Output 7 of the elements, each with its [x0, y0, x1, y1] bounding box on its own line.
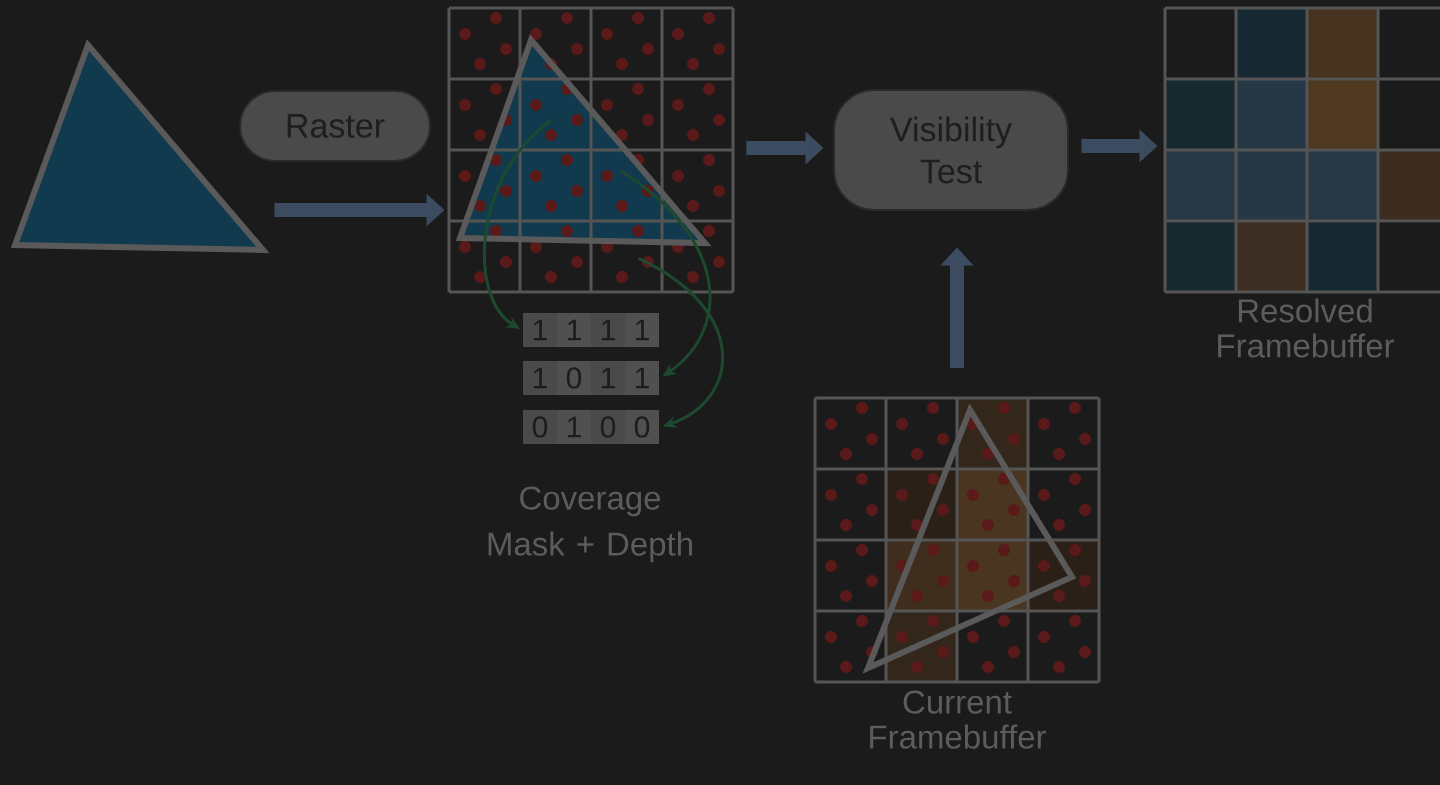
node-label: Current Framebuffer [870, 690, 1046, 749]
caption: Coverage Mask + Depth [488, 486, 692, 563]
node-label: Resolved Framebuffer [1218, 298, 1394, 358]
pixel-grid-drawing [447, 6, 735, 294]
arrow [619, 169, 712, 377]
arrow [482, 119, 552, 329]
arrow [637, 257, 724, 428]
